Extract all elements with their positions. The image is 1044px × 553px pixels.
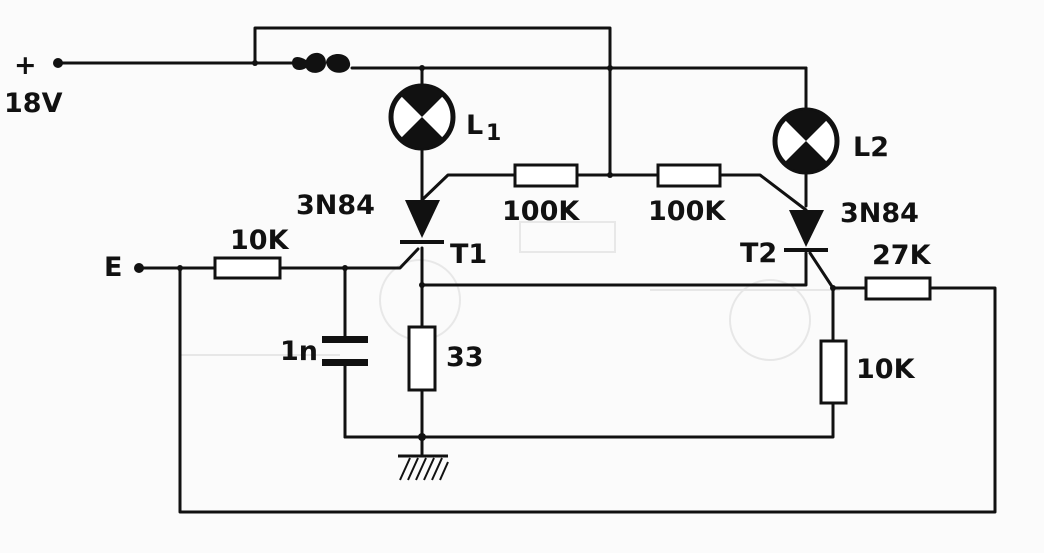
resistor-out-label: 27K (872, 240, 932, 271)
capacitor-label: 1n (280, 336, 318, 367)
show-through-background (180, 221, 840, 361)
resistor-gate2-label: 10K (856, 354, 916, 385)
resistor-10k-gate2 (819, 339, 848, 405)
wire-cathode-link (420, 251, 808, 287)
resistor-100k-left (513, 163, 579, 188)
wire-ground-rail (343, 401, 835, 439)
supply-terminal (53, 58, 63, 68)
ground-icon (398, 433, 449, 481)
wire-relay-bridge (253, 26, 612, 177)
resistor-mid-right-label: 100K (648, 196, 726, 227)
relay-coil (292, 52, 351, 73)
input-label: E (104, 252, 122, 283)
resistor-33 (407, 325, 437, 392)
wiring (56, 26, 997, 514)
resistor-mid-left-label: 100K (502, 196, 580, 227)
lamp-l2-label: L2 (853, 132, 889, 163)
scr2-ref-label: T2 (740, 238, 777, 269)
resistor-cathode-label: 33 (446, 342, 484, 373)
capacitor-1n (322, 336, 368, 366)
junction-dots (177, 60, 836, 291)
scr1-part-label: 3N84 (296, 190, 375, 221)
wire-anode-cross (420, 173, 808, 212)
scr2-part-label: 3N84 (840, 198, 919, 229)
lamp-l1 (388, 83, 456, 151)
resistor-10k-input (213, 256, 282, 280)
supply-voltage-label: 18V (4, 88, 63, 119)
scr1-ref-label: T1 (450, 239, 487, 270)
supply-plus-label: + (14, 50, 37, 81)
lamp-l2 (772, 107, 840, 175)
resistor-27k (864, 276, 932, 301)
resistor-input-label: 10K (230, 225, 290, 256)
lamp-l1-label: L (466, 110, 483, 141)
scr-t2-symbol (784, 210, 828, 252)
input-terminal (134, 263, 144, 273)
scr-t1-symbol (400, 200, 444, 244)
wire-supply-rail (56, 61, 808, 70)
lamp-l1-subscript: 1 (486, 121, 501, 146)
resistor-100k-right (656, 163, 722, 188)
